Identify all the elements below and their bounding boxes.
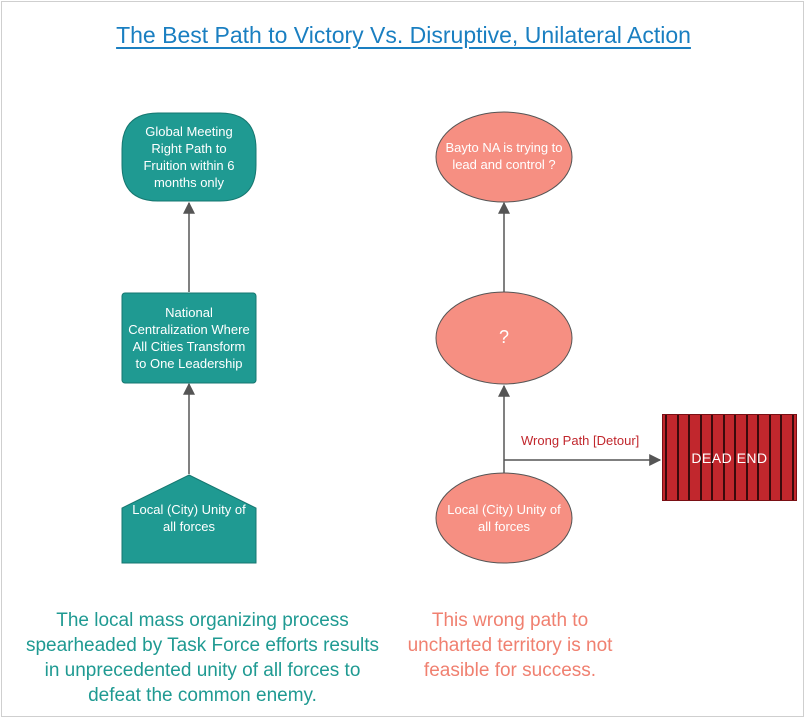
- dead-end-bar: [757, 415, 759, 500]
- right-bottom-node: [435, 472, 573, 564]
- right-top-node-label: Bayto NA is trying to lead and control ?: [445, 140, 563, 172]
- dead-end-bar: [792, 415, 794, 500]
- right-middle-node-label: ?: [498, 326, 509, 347]
- left-bottom-node-label: Local (City) Unity of all forces: [132, 502, 246, 534]
- dead-end-label: DEAD END: [691, 449, 768, 466]
- dead-end-bar: [769, 415, 771, 500]
- dead-end-bar: [723, 415, 725, 500]
- dead-end-block: DEAD END: [662, 414, 797, 501]
- dead-end-bar: [734, 415, 736, 500]
- left-middle-node: [121, 292, 257, 384]
- dead-end-bar: [665, 415, 667, 500]
- left-middle-node-label: National Centralization Where All Cities…: [128, 305, 250, 371]
- left-top-node: [121, 112, 257, 202]
- dead-end-bar: [688, 415, 690, 500]
- right-bottom-node-label: Local (City) Unity of all forces: [447, 502, 561, 534]
- detour-label: Wrong Path [Detour]: [521, 433, 640, 448]
- diagram-title: The Best Path to Victory Vs. Disruptive,…: [116, 22, 691, 48]
- right-top-node: [435, 111, 573, 203]
- dead-end-bar: [746, 415, 748, 500]
- dead-end-bar: [700, 415, 702, 500]
- left-bottom-node: [121, 474, 257, 564]
- dead-end-bar: [711, 415, 713, 500]
- left-caption: The local mass organizing process spearh…: [25, 610, 380, 706]
- right-caption: This wrong path to uncharted territory i…: [407, 610, 613, 681]
- right-middle-node: [435, 291, 573, 385]
- left-top-node-label: Global Meeting Right Path to Fruition wi…: [143, 124, 235, 190]
- dead-end-bar: [780, 415, 782, 500]
- dead-end-bar: [677, 415, 679, 500]
